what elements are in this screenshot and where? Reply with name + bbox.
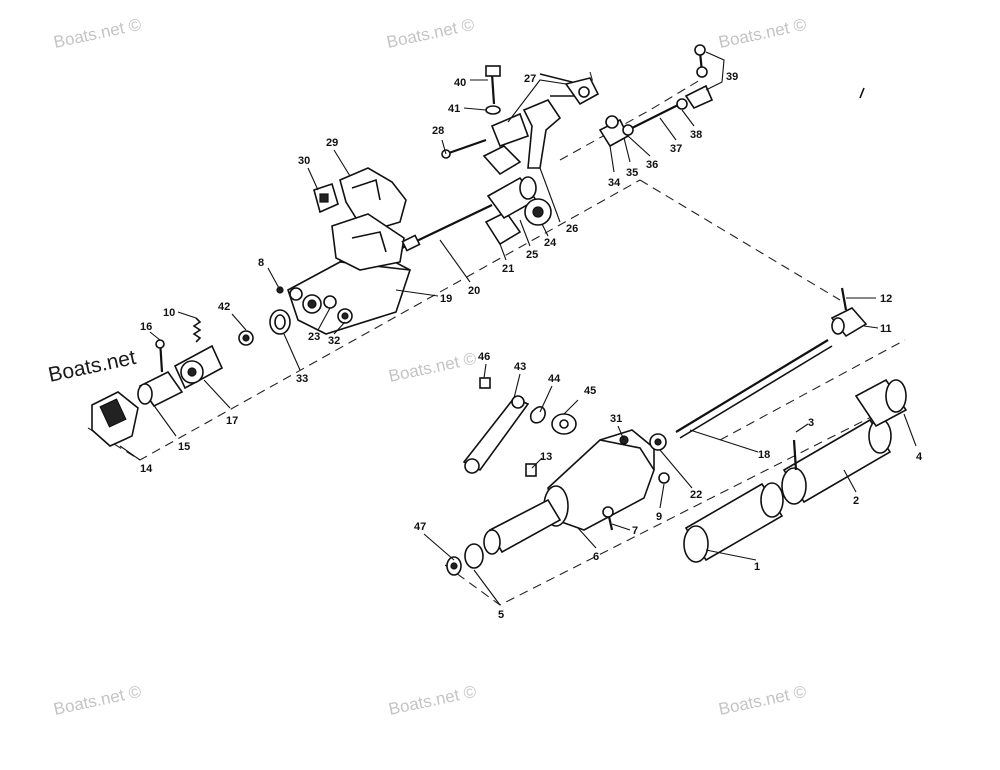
callout-26: 26 [566, 223, 578, 235]
spring-10 [192, 317, 202, 343]
callout-34: 34 [608, 177, 621, 189]
callout-37: 37 [670, 143, 682, 155]
watermark: Boats.net © [385, 15, 477, 52]
pin-12 [840, 287, 848, 311]
washer-41 [485, 105, 501, 115]
callout-28: 28 [432, 125, 444, 137]
callout-23: 23 [308, 331, 320, 343]
callout-46: 46 [478, 351, 490, 363]
tiller-assembly [446, 377, 908, 576]
callout-19: 19 [440, 293, 452, 305]
bell-crank-26 [522, 99, 562, 169]
callout-36: 36 [646, 159, 658, 171]
callout-9: 9 [656, 511, 662, 523]
watermark: Boats.net © [52, 15, 144, 52]
nut-38 [676, 98, 688, 110]
callout-17: 17 [226, 415, 238, 427]
watermark: Boats.net © [717, 682, 809, 719]
watermark: Boats.net © [387, 349, 479, 386]
callout-33: 33 [296, 373, 308, 385]
rod-37 [631, 103, 681, 129]
callout-15: 15 [178, 441, 190, 453]
callout-14: 14 [140, 463, 153, 475]
shaft-18 [675, 339, 829, 433]
bolt-28 [445, 138, 487, 156]
leader-lines [119, 51, 917, 606]
callout-12: 12 [880, 293, 892, 305]
stray-mark [859, 87, 865, 99]
callout-44: 44 [548, 373, 561, 385]
callout-7: 7 [632, 525, 638, 537]
callout-32: 32 [328, 335, 340, 347]
callout-labels: 1 2 3 4 5 6 7 8 9 10 11 12 13 14 15 16 1… [140, 71, 923, 621]
watermark: Boats.net [46, 346, 138, 387]
washer-23 [323, 295, 337, 309]
callout-18: 18 [758, 449, 770, 461]
shift-shaft-assembly [91, 44, 714, 447]
callout-30: 30 [298, 155, 310, 167]
screw-46 [479, 377, 491, 389]
clip-44 [529, 406, 546, 424]
callout-2: 2 [853, 495, 859, 507]
callout-40: 40 [454, 77, 466, 89]
callout-1: 1 [754, 561, 760, 573]
end-fitting-39 [684, 84, 714, 110]
callout-21: 21 [502, 263, 514, 275]
callout-29: 29 [326, 137, 338, 149]
callout-16: 16 [140, 321, 152, 333]
callout-43: 43 [514, 361, 526, 373]
clamp-21 [484, 210, 522, 246]
callout-45: 45 [584, 385, 596, 397]
callout-6: 6 [593, 551, 599, 563]
watermark: Boats.net © [52, 682, 144, 719]
callout-11: 11 [880, 323, 892, 335]
collar-assembly [675, 287, 868, 439]
callout-25: 25 [526, 249, 538, 261]
callout-10: 10 [163, 307, 175, 319]
screw-13 [525, 463, 537, 477]
screw-9 [658, 472, 670, 484]
callout-31: 31 [610, 413, 622, 425]
pin-3 [792, 439, 798, 471]
callout-38: 38 [690, 129, 702, 141]
bolt-40 [490, 73, 496, 105]
callout-27: 27 [524, 73, 536, 85]
callout-13: 13 [540, 451, 552, 463]
callout-4: 4 [916, 451, 923, 463]
nut-35 [622, 124, 634, 136]
callout-8: 8 [258, 257, 264, 269]
cover-29 [339, 167, 407, 229]
callout-42: 42 [218, 301, 230, 313]
ring-5 [464, 543, 484, 569]
watermark: Boats.net © [387, 682, 479, 719]
callout-41: 41 [448, 103, 460, 115]
callout-47: 47 [414, 521, 426, 533]
callout-35: 35 [626, 167, 638, 179]
callout-5: 5 [498, 609, 504, 621]
callout-3: 3 [808, 417, 814, 429]
callout-20: 20 [468, 285, 480, 297]
callout-39: 39 [726, 71, 738, 83]
callout-22: 22 [690, 489, 702, 501]
watermark: Boats.net © [717, 15, 809, 52]
callout-24: 24 [544, 237, 557, 249]
